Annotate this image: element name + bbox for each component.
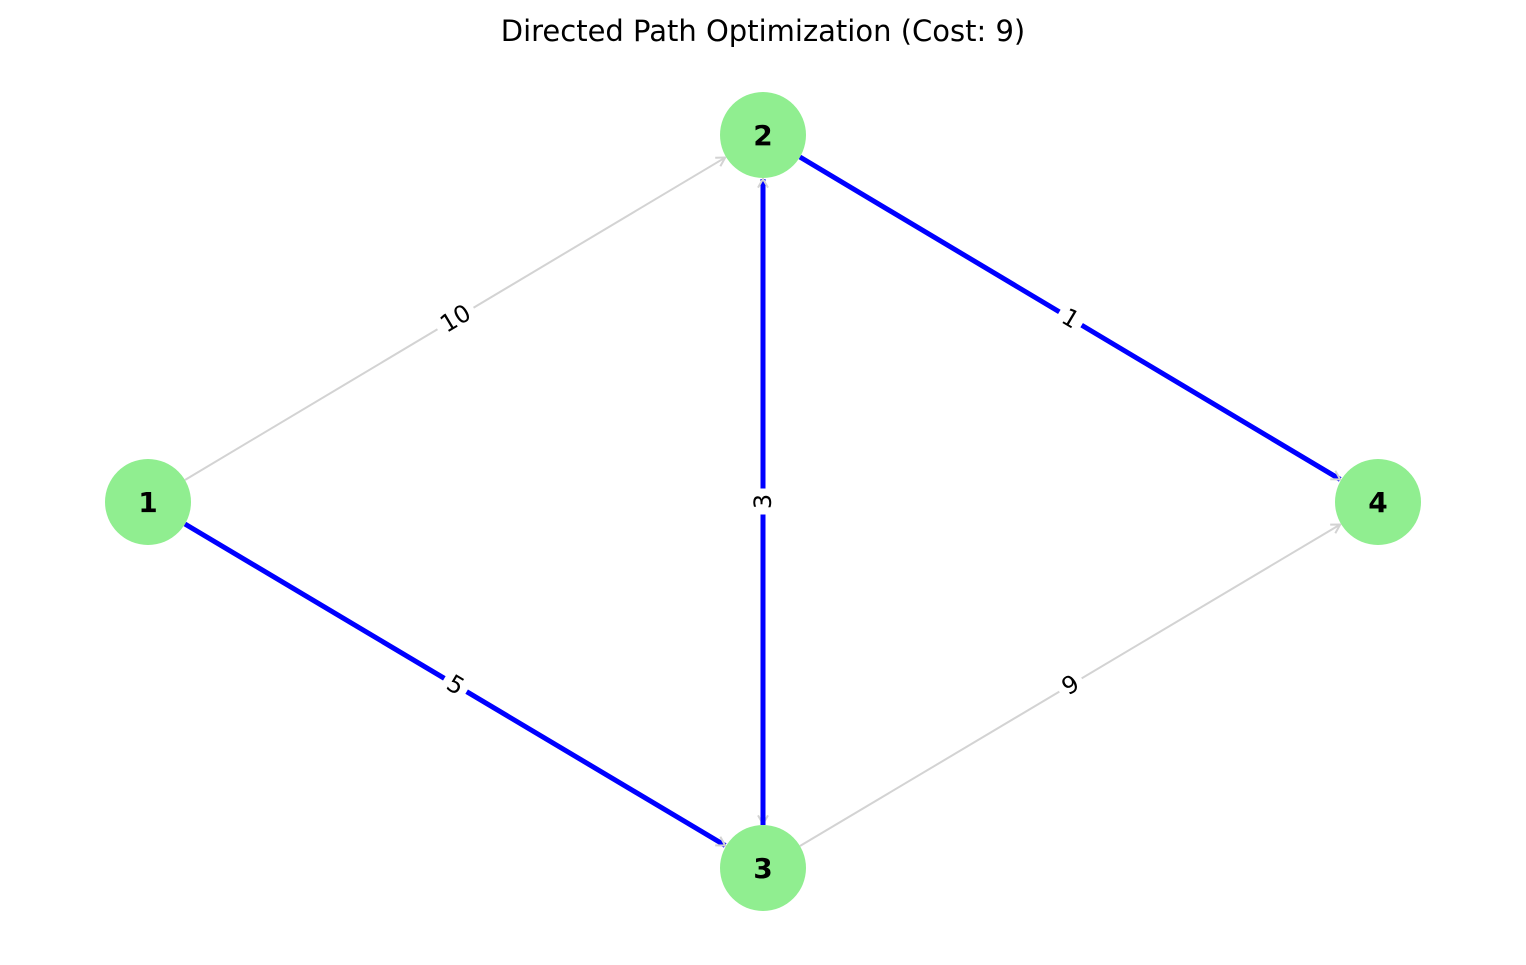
node-circle[interactable]	[1335, 459, 1421, 545]
diagram-title: Directed Path Optimization (Cost: 9)	[500, 14, 1026, 48]
node-4[interactable]: 4	[1335, 459, 1421, 545]
label-background	[430, 295, 481, 342]
node-circle[interactable]	[720, 92, 806, 178]
node-label: 1	[138, 486, 157, 519]
label-background	[1052, 299, 1089, 338]
edge-label-3-4: 9	[1052, 666, 1089, 704]
node-circle[interactable]	[720, 825, 806, 911]
arrowhead-icon	[1330, 523, 1342, 534]
arrowhead-icon	[757, 177, 769, 189]
arrowhead-icon	[1330, 470, 1342, 481]
node-label: 4	[1368, 486, 1387, 519]
edge-weight: 3	[749, 494, 777, 509]
edge-label-1-3: 5	[437, 666, 474, 704]
node-3[interactable]: 3	[720, 825, 806, 911]
label-background	[749, 488, 777, 515]
arrowhead-icon	[715, 156, 727, 167]
node-label: 2	[753, 119, 772, 152]
arrowhead-icon	[715, 836, 727, 847]
edge-label-2-3: 3	[749, 488, 777, 515]
node-1[interactable]: 1	[105, 459, 191, 545]
nodes: 1 2 3 4	[105, 92, 1421, 911]
node-label: 3	[753, 852, 772, 885]
node-circle[interactable]	[105, 459, 191, 545]
edge-label-2-4: 1	[1052, 299, 1089, 338]
label-background	[1052, 666, 1089, 704]
edge-labels: 10 5 3 1 9	[430, 295, 1089, 704]
node-2[interactable]: 2	[720, 92, 806, 178]
label-background	[437, 666, 474, 704]
edge-label-1-2: 10	[430, 295, 481, 342]
